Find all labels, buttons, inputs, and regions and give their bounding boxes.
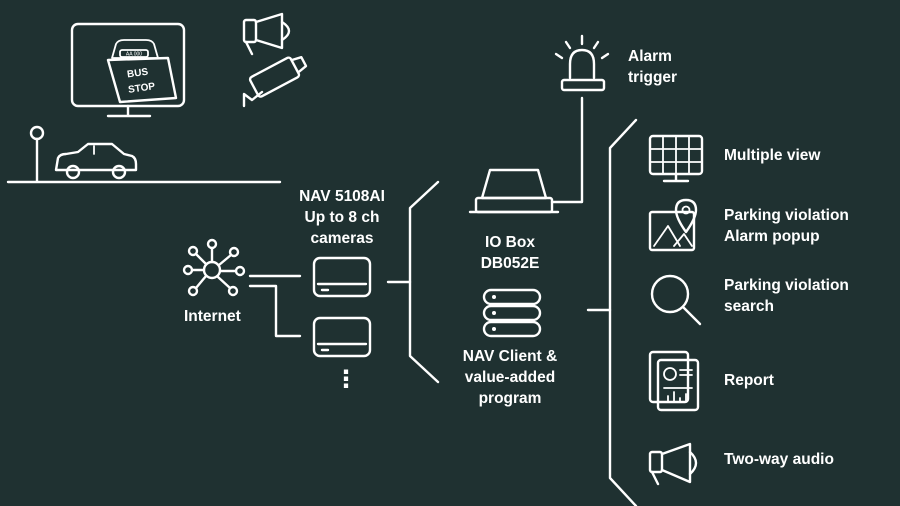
client-line3: program bbox=[478, 390, 542, 407]
nvr-bracket bbox=[386, 180, 440, 384]
feature-line: Multiple view bbox=[724, 147, 821, 164]
feature-two-way-audio: Two-way audio bbox=[724, 449, 834, 470]
feature-line: search bbox=[724, 298, 774, 315]
client-line1: NAV Client & bbox=[462, 348, 558, 365]
nvr-unit-2 bbox=[312, 316, 372, 358]
map-pin-icon bbox=[648, 198, 698, 252]
io-box-line1: IO Box bbox=[485, 234, 535, 251]
monitor-icon: BUS STOP AA 000 bbox=[70, 22, 186, 118]
internet-connectors bbox=[248, 274, 302, 338]
io-box-line2: DB052E bbox=[480, 255, 540, 272]
client-line2: value-added bbox=[464, 369, 556, 386]
feature-line: Report bbox=[724, 372, 774, 389]
alarm-label: Alarm trigger bbox=[628, 46, 677, 88]
nvr-title: NAV 5108AI bbox=[299, 188, 385, 205]
feature-alarm-popup: Parking violation Alarm popup bbox=[724, 205, 849, 247]
feature-violation-search: Parking violation search bbox=[724, 275, 849, 317]
feature-line: Parking violation bbox=[724, 207, 849, 224]
bus-stop-sign-text2: STOP bbox=[127, 81, 156, 96]
alarm-connector bbox=[550, 96, 584, 204]
client-label: NAV Client & value-added program bbox=[446, 346, 574, 409]
speaker-icon bbox=[242, 12, 291, 56]
report-icon bbox=[648, 350, 700, 412]
megaphone-icon bbox=[648, 442, 698, 486]
magnifier-icon bbox=[650, 274, 702, 326]
feature-report: Report bbox=[724, 370, 774, 391]
feature-line: Two-way audio bbox=[724, 451, 834, 468]
more-nvr-indicator: ⋮ bbox=[334, 366, 358, 393]
nvr-unit-1 bbox=[312, 256, 372, 298]
nvr-label: NAV 5108AI Up to 8 ch cameras bbox=[282, 186, 402, 249]
io-box-label: IO Box DB052E bbox=[452, 232, 568, 274]
street-scene bbox=[6, 125, 282, 184]
alarm-beacon-icon bbox=[554, 34, 610, 92]
alarm-line2: trigger bbox=[628, 69, 678, 86]
feature-multiple-view: Multiple view bbox=[724, 145, 820, 166]
feature-line: Parking violation bbox=[724, 277, 849, 294]
alarm-line1: Alarm bbox=[628, 48, 672, 65]
internet-hub-icon bbox=[182, 238, 246, 297]
license-plate-text: AA 000 bbox=[126, 52, 142, 58]
camera-icon bbox=[242, 56, 308, 108]
features-bracket bbox=[586, 118, 638, 506]
feature-line: Alarm popup bbox=[724, 228, 820, 245]
nvr-cameras: cameras bbox=[310, 230, 374, 247]
bus-stop-sign-text: BUS bbox=[126, 67, 149, 81]
grid-monitor-icon bbox=[648, 134, 704, 183]
nvr-channels: Up to 8 ch bbox=[304, 209, 380, 226]
internet-label: Internet bbox=[184, 308, 241, 325]
server-stack-icon bbox=[482, 288, 542, 338]
io-box-icon bbox=[468, 168, 560, 214]
